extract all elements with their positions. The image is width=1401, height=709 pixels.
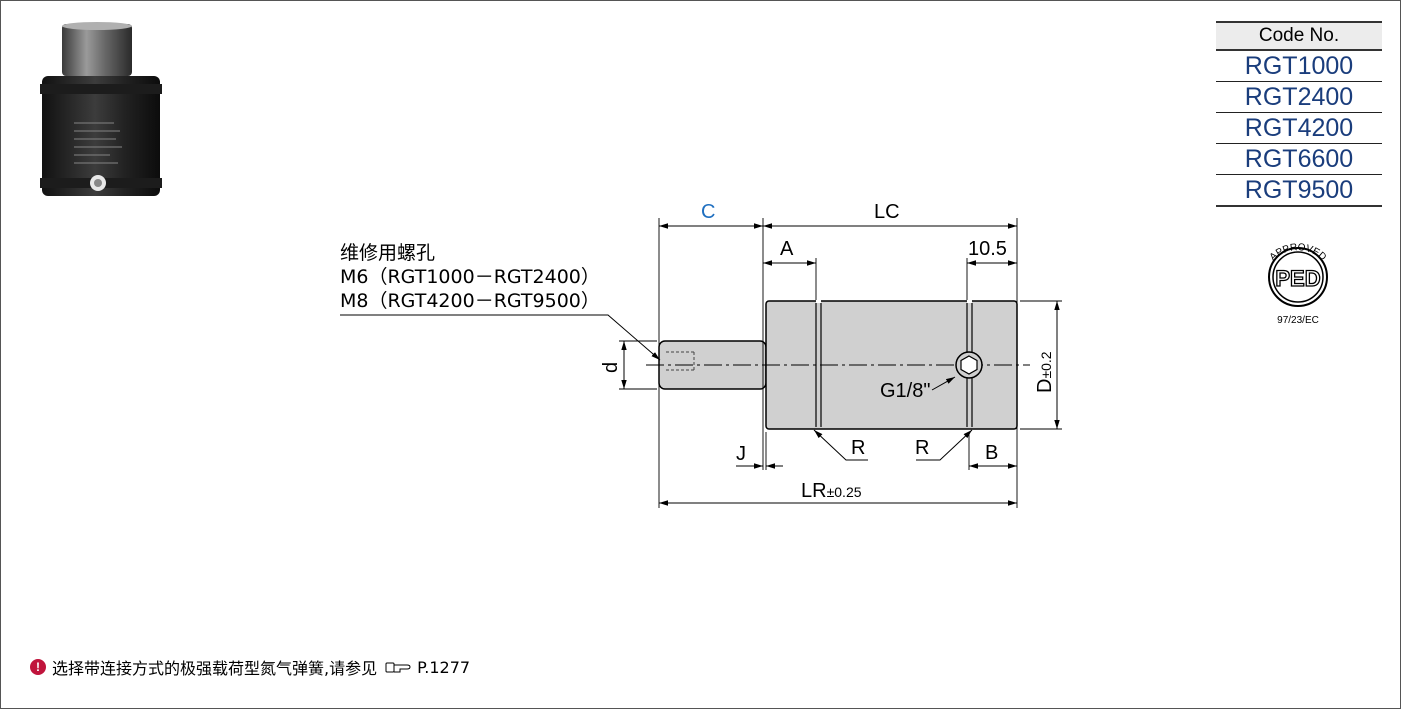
dim-d-big-tol: ±0.2 [1038, 351, 1054, 379]
dim-r-right-label: R [915, 437, 930, 459]
dim-a-label: A [780, 238, 794, 260]
page-reference-text[interactable]: P.1277 [417, 657, 471, 677]
code-rgt4200[interactable]: RGT4200 [1216, 113, 1382, 144]
code-rgt1000[interactable]: RGT1000 [1216, 51, 1382, 82]
footnote-text: 选择带连接方式的极强载荷型氮气弹簧,请参见 [52, 659, 378, 678]
alert-icon: ! [30, 659, 46, 675]
code-rgt9500[interactable]: RGT9500 [1216, 175, 1382, 207]
tap-hole-leader [340, 314, 661, 361]
dim-d-small-label: d [600, 361, 622, 373]
dim-r-left-label: R [851, 437, 866, 459]
dim-j-label: J [736, 443, 746, 465]
ped-approved-mark: APPROVED PED 97/23/EC [1268, 242, 1329, 326]
product-photo [40, 22, 162, 196]
dim-lr-group: LR±0.25 [801, 480, 862, 503]
code-number-table: Code No. RGT1000 RGT2400 RGT4200 RGT6600… [1216, 21, 1382, 207]
dim-r-right-leader [916, 429, 973, 461]
code-table-header: Code No. [1216, 21, 1382, 51]
dim-d-big-group: D±0.2 [1034, 351, 1057, 393]
dim-port-label: G1/8" [880, 380, 931, 402]
dim-b-label: B [985, 442, 999, 464]
code-rgt6600[interactable]: RGT6600 [1216, 144, 1382, 175]
pointing-hand-icon [385, 662, 411, 673]
dim-10-5-label: 10.5 [968, 238, 1007, 260]
dim-r-left-leader [813, 429, 868, 461]
callout-line-m8: M8（RGT4200－RGT9500） [340, 290, 600, 312]
g18-port [931, 351, 983, 391]
code-rgt2400[interactable]: RGT2400 [1216, 82, 1382, 113]
ped-directive-text: 97/23/EC [1277, 315, 1319, 326]
dim-lr-tol: ±0.25 [826, 484, 862, 500]
maintenance-tap-callout: 维修用螺孔 M6（RGT1000－RGT2400） M8（RGT4200－RGT… [340, 241, 600, 313]
dimension-lines [621, 223, 1060, 506]
page-reference-link[interactable]: P.1277 [385, 658, 470, 677]
callout-title: 维修用螺孔 [340, 242, 436, 264]
dim-lc-label: LC [874, 201, 900, 223]
dim-lr-label: LR [801, 480, 827, 502]
footnote: ! 选择带连接方式的极强载荷型氮气弹簧,请参见 P.1277 [30, 655, 470, 679]
dim-c-label: C [701, 201, 716, 223]
extension-lines [619, 218, 1062, 508]
dim-d-big-label: D [1034, 378, 1056, 393]
callout-line-m6: M6（RGT1000－RGT2400） [340, 266, 600, 288]
ped-center-text: PED [1275, 266, 1320, 291]
